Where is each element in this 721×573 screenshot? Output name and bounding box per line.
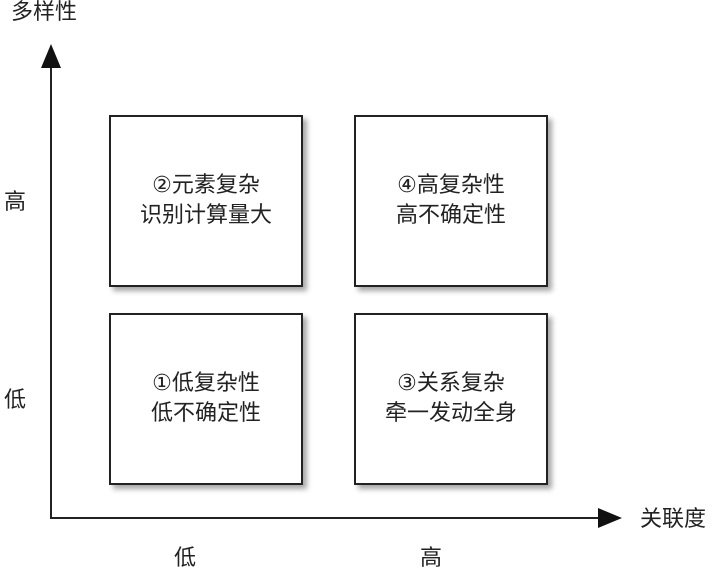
y-axis-high-label: 高 [4, 190, 27, 215]
quadrant-line-1: ①低复杂性 [152, 371, 260, 396]
quadrant-top-right: ④高复杂性 高不确定性 [354, 115, 548, 287]
quadrant-line-1: ③关系复杂 [397, 371, 505, 396]
quadrant-line-2: 低不确定性 [150, 401, 261, 426]
quadrant-line-1: ②元素复杂 [152, 173, 260, 198]
x-axis-high-label: 高 [420, 546, 443, 571]
quadrant-bottom-right: ③关系复杂 牵一发动全身 [354, 313, 548, 485]
quadrant-bottom-left: ①低复杂性 低不确定性 [109, 313, 303, 485]
x-axis-arrow [598, 508, 622, 528]
y-axis-title: 多样性 [11, 0, 78, 25]
quadrant-line-1: ④高复杂性 [397, 173, 505, 198]
quadrant-line-2: 牵一发动全身 [384, 401, 517, 426]
x-axis-title: 关联度 [640, 507, 707, 532]
quadrant-line-2: 识别计算量大 [139, 203, 272, 228]
x-axis-low-label: 低 [174, 546, 197, 571]
y-axis-low-label: 低 [4, 388, 27, 413]
quadrant-top-left: ②元素复杂 识别计算量大 [109, 115, 303, 287]
quadrant-line-2: 高不确定性 [395, 203, 506, 228]
y-axis-arrow [41, 44, 61, 68]
